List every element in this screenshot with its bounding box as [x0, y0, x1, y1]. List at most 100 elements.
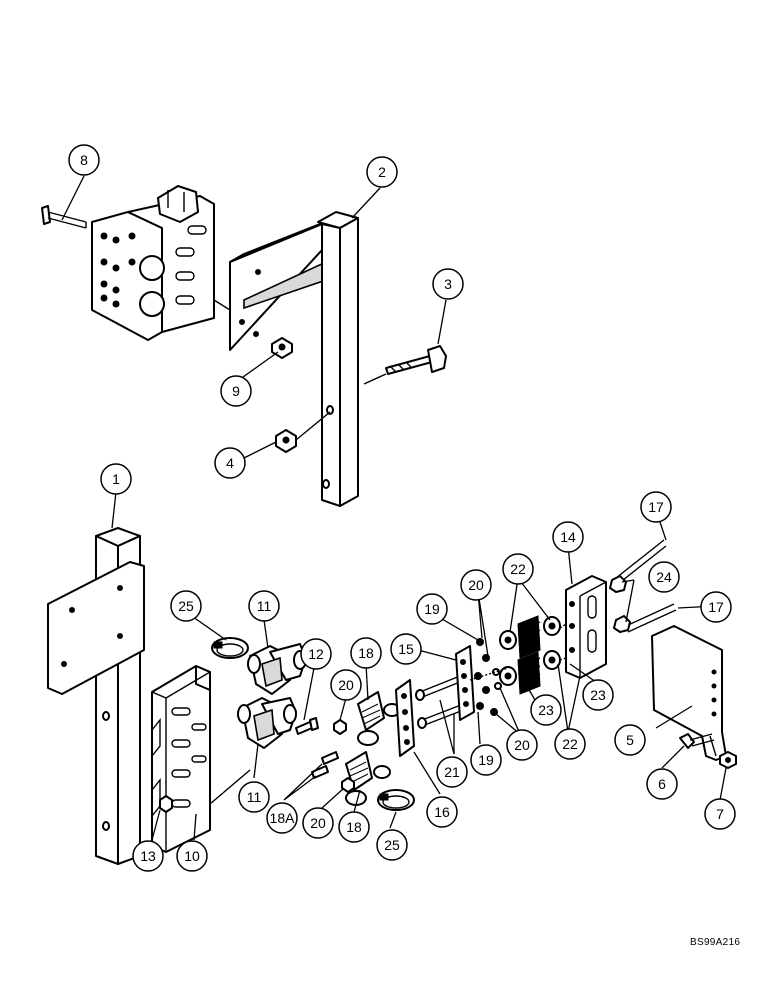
callout-22-top: 22 — [502, 553, 534, 585]
fitting-18-lower — [345, 751, 391, 806]
callout-22-bottom: 22 — [554, 728, 586, 760]
callout-25-top: 25 — [170, 590, 202, 622]
screws-18A — [311, 751, 339, 779]
callout-label: 11 — [247, 789, 262, 805]
assembly-guide-lines — [469, 623, 567, 681]
callout-label: 18A — [270, 810, 296, 826]
callout-label: 19 — [478, 752, 494, 768]
callout-label: 8 — [80, 152, 88, 168]
holder-11-upper — [247, 643, 307, 695]
callout-10: 10 — [176, 840, 208, 872]
callout-24: 24 — [648, 561, 680, 593]
callout-18-bottom: 18 — [338, 811, 370, 843]
upper-post-assembly — [213, 211, 359, 507]
callout-13: 13 — [132, 840, 164, 872]
spring-assembly-upper — [499, 615, 561, 659]
callout-label: 21 — [444, 764, 460, 780]
callout-label: 17 — [708, 599, 724, 615]
callout-16: 16 — [426, 796, 458, 828]
callout-label: 20 — [514, 737, 530, 753]
lower-post-assembly — [47, 527, 145, 865]
screw-12 — [295, 717, 319, 735]
nut-4 — [275, 411, 331, 453]
callout-label: 23 — [538, 702, 554, 718]
callout-7: 7 — [704, 798, 736, 830]
callout-4: 4 — [214, 447, 246, 479]
bolts-21 — [415, 671, 475, 729]
callout-21: 21 — [436, 756, 468, 788]
callout-label: 20 — [310, 815, 326, 831]
callout-25-bottom: 25 — [376, 829, 408, 861]
callout-label: 18 — [358, 645, 374, 661]
callout-label: 9 — [232, 383, 240, 399]
spring-assembly-lower — [499, 650, 561, 695]
callout-label: 22 — [562, 736, 578, 752]
callout-15: 15 — [390, 633, 422, 665]
holder-11-lower — [237, 697, 297, 749]
callout-label: 23 — [590, 687, 606, 703]
callout-label: 14 — [560, 529, 576, 545]
callout-11-bottom: 11 — [238, 781, 270, 813]
plate-15 — [455, 645, 475, 721]
callout-2: 2 — [366, 156, 398, 188]
callout-20-mid: 20 — [506, 729, 538, 761]
callout-20-top: 20 — [460, 569, 492, 601]
drawing-reference-code: BS99A216 — [690, 937, 741, 948]
leader-lines — [61, 175, 727, 841]
nut-9 — [271, 337, 293, 359]
fitting-18-upper — [357, 691, 401, 746]
callout-1: 1 — [100, 463, 132, 495]
nuts-24 — [609, 575, 631, 633]
callout-label: 10 — [184, 848, 200, 864]
nut-13 — [159, 795, 173, 813]
hose-clamp-25-upper — [211, 637, 249, 659]
callout-label: 11 — [257, 598, 272, 614]
callout-23-mid: 23 — [530, 694, 562, 726]
nuts-19-20-cluster — [474, 638, 502, 716]
callout-8: 8 — [68, 144, 100, 176]
callout-20-bottom: 20 — [302, 807, 334, 839]
plate-16 — [395, 679, 415, 757]
callout-6: 6 — [646, 768, 678, 800]
callout-label: 13 — [140, 848, 156, 864]
bracket-14 — [565, 575, 607, 679]
callout-label: 6 — [658, 776, 666, 792]
hose-clamp-25-lower — [377, 789, 415, 811]
callout-label: 25 — [178, 598, 194, 614]
callout-20-left: 20 — [330, 669, 362, 701]
callout-5: 5 — [614, 724, 646, 756]
callout-label: 3 — [444, 276, 452, 292]
callout-label: 16 — [434, 804, 450, 820]
callout-label: 24 — [656, 569, 672, 585]
callout-17-top: 17 — [640, 491, 672, 523]
callout-label: 20 — [338, 677, 354, 693]
callout-18A: 18A — [266, 802, 298, 834]
callout-label: 7 — [716, 806, 724, 822]
callout-19-top: 19 — [416, 593, 448, 625]
callout-label: 19 — [424, 601, 440, 617]
bolt-6 — [679, 733, 715, 749]
callout-9: 9 — [220, 375, 252, 407]
nut-20-left-lower — [341, 777, 355, 793]
callout-label: 12 — [308, 646, 324, 662]
callout-18-top: 18 — [350, 637, 382, 669]
slotted-bracket-10 — [151, 665, 251, 853]
nut-7 — [719, 751, 737, 769]
callout-label: 5 — [626, 732, 634, 748]
callout-23-right: 23 — [582, 679, 614, 711]
callout-label: 22 — [510, 561, 526, 577]
bolt-3 — [363, 345, 447, 385]
callout-label: 25 — [384, 837, 400, 853]
callout-3: 3 — [432, 268, 464, 300]
callout-11-top: 11 — [248, 590, 280, 622]
callout-label: 17 — [648, 499, 664, 515]
callout-label: 2 — [378, 164, 386, 180]
callout-19-bottom: 19 — [470, 744, 502, 776]
callout-label: 18 — [346, 819, 362, 835]
callout-label: 1 — [112, 471, 120, 487]
callout-17-right: 17 — [700, 591, 732, 623]
callout-label: 20 — [468, 577, 484, 593]
callout-label: 15 — [398, 641, 414, 657]
